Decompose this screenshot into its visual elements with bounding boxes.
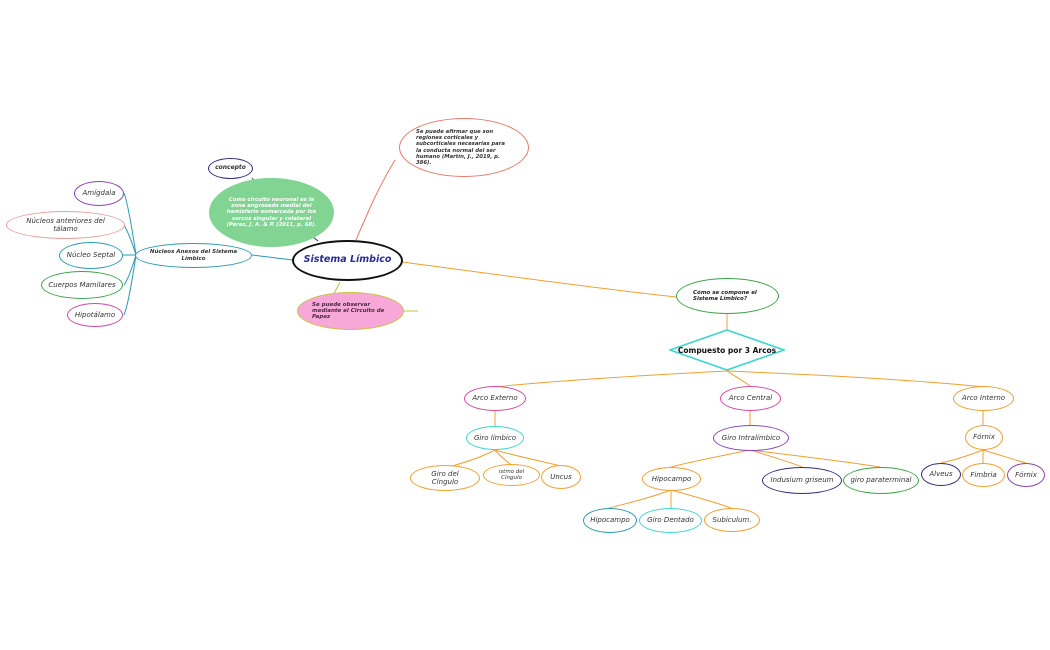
link-diamond-external [494,370,728,388]
giro-dentado-node[interactable]: Giro Dentado [639,508,702,533]
uncus-node[interactable]: Uncus [541,465,581,489]
composition-answer-node[interactable]: Compuesto por 3 Arcos [669,329,785,371]
link-int-alveus [940,449,984,464]
giro-intralimbico-node[interactable]: Giro Intralímbico [713,425,789,451]
link-nuclei-amigdala [123,192,137,256]
fornix-node[interactable]: Fórnix [1007,463,1045,487]
giro-cingulo-node[interactable]: Giro del Cíngulo [410,465,480,491]
giro-paraterminal-node[interactable]: giro paraterminal [843,467,919,494]
diamond-shape [669,329,785,371]
link-diamond-internal [726,370,984,388]
subiculum-node[interactable]: Subiculum. [704,508,760,532]
link-hip-hipocampo [608,489,672,509]
hipocampo-leaf-node[interactable]: Hipocampo [583,508,637,533]
nucleus-mamilares[interactable]: Cuerpos Mamilares [41,271,123,299]
composition-answer-label: Compuesto por 3 Arcos [677,345,777,355]
arc-external-node[interactable]: Arco Externo [464,386,526,411]
link-nuclei-mamilares [123,254,137,286]
fimbria-node[interactable]: Fimbria [962,463,1005,487]
arc-internal-node[interactable]: Arco Interno [953,386,1014,411]
indusium-griseum-node[interactable]: Indusium griseum [762,467,842,494]
nucleus-amigdala[interactable]: Amígdala [74,181,124,206]
link-nuclei-talamo [123,224,137,256]
link-nuclei-hipotalamo [123,254,137,316]
nucleus-talamo[interactable]: Núcleos anteriores del tálamo [6,211,125,239]
link-central-regions-note [355,159,396,241]
link-central-composition [401,261,677,298]
central-topic[interactable]: Sistema Límbico [292,240,403,281]
link-cen-indusium [749,449,803,468]
link-ext-istmo [494,449,511,465]
hipocampo-node[interactable]: Hipocampo [642,467,701,491]
definition-node[interactable]: Como circuito neuronal es la zona engros… [209,178,334,247]
link-hip-subiculum [670,489,732,509]
giro-limbico-node[interactable]: Giro límbico [466,426,524,450]
istmo-cingulo-node[interactable]: istmo del Cíngulo [483,464,540,486]
nucleus-hipotalamo[interactable]: Hipotálamo [67,303,123,327]
fornix-sub-node[interactable]: Fórnix [965,425,1003,450]
link-cen-hipocampo [670,449,751,468]
link-central-nuclei-hub [251,254,293,261]
link-diamond-central [726,370,751,387]
regions-note-node[interactable]: Se puede afirmar que son regiones cortic… [399,118,529,177]
link-ext-uncus [494,449,562,467]
nucleus-septal[interactable]: Núcleo Septal [59,242,123,269]
nuclei-hub-node[interactable]: Núcleos Anexos del Sistema Límbico [135,243,252,268]
arc-central-node[interactable]: Arco Central [720,386,781,411]
composition-question-node[interactable]: Cómo se compone el Sistema Límbico? [676,278,779,314]
concept-node[interactable]: concepto [208,158,253,179]
link-cen-paraterminal [749,449,881,468]
link-int-fornix [982,449,1027,464]
papez-note-node[interactable]: Se puede observar mediante el Circuito d… [297,292,404,330]
alveus-node[interactable]: Alveus [921,463,961,486]
